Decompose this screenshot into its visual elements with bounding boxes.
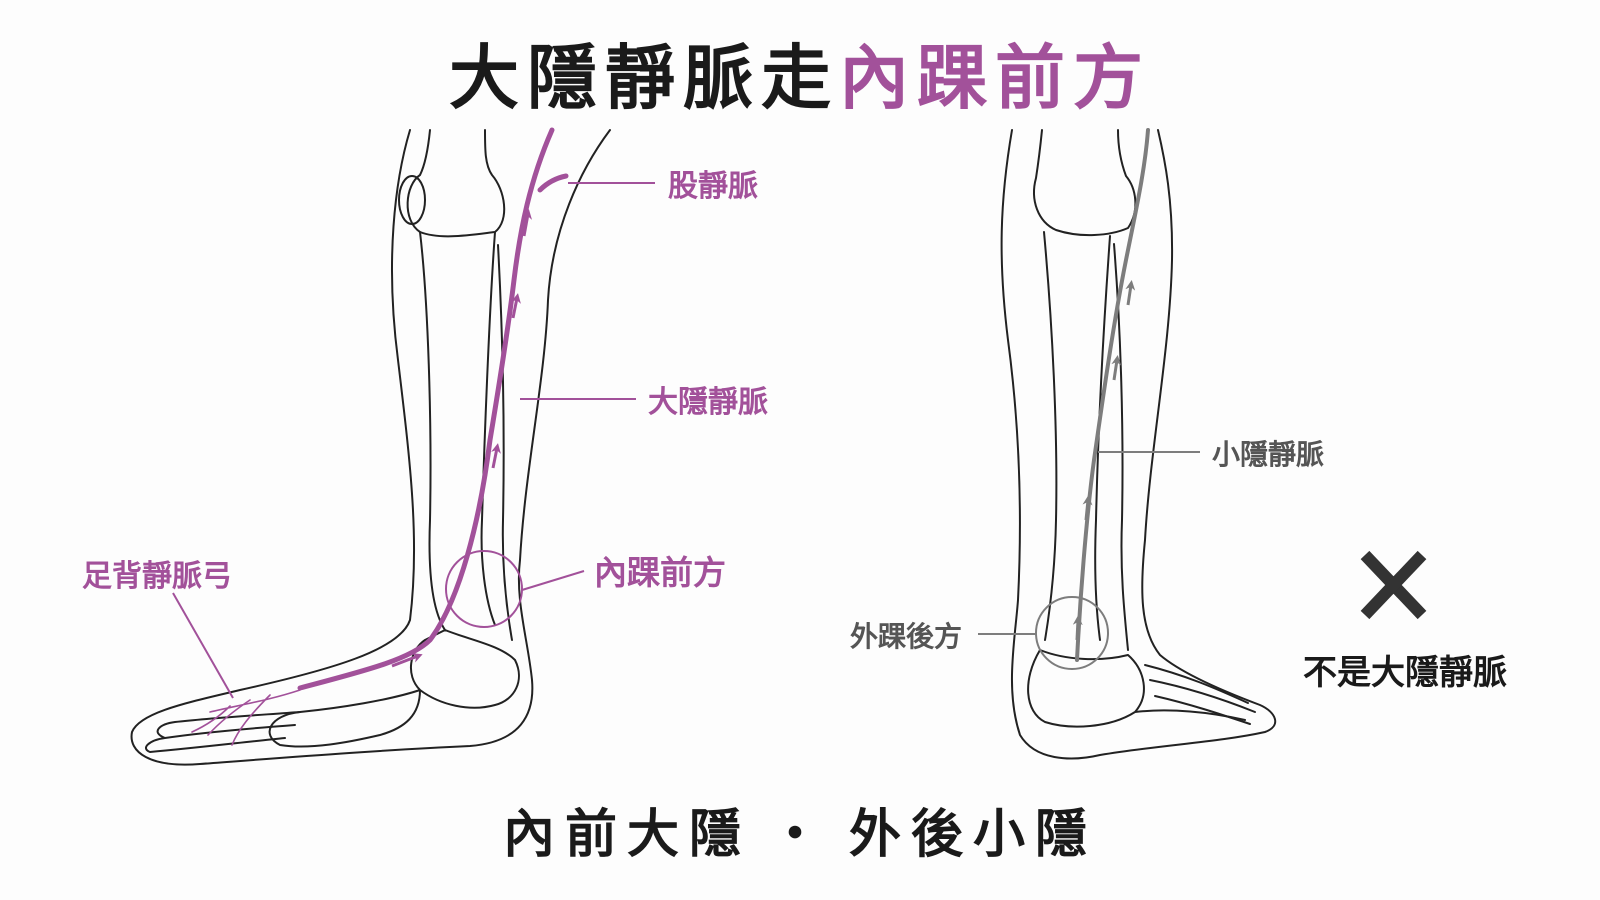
medial-malleolus-front-label: 內踝前方	[594, 553, 726, 592]
femoral-vein-label: 股靜脈	[668, 169, 758, 204]
cross-mark-icon	[1360, 550, 1427, 620]
left-tibia	[419, 231, 496, 631]
footer-separator: ・	[768, 805, 831, 865]
right-leg-skin-outline	[1000, 129, 1277, 760]
left-leg-illustration	[130, 129, 611, 766]
mnemonic-footer: 內前大隱・外後小隱	[0, 792, 1600, 867]
left-leader-lines	[172, 182, 655, 699]
left-fibula	[497, 244, 513, 641]
left-patella	[398, 175, 426, 225]
gray-flow-arrow-lower	[1082, 495, 1093, 521]
right-tibia	[1043, 231, 1111, 641]
right-metatarsals	[1144, 664, 1256, 725]
page-title: 大隱靜脈走內踝前方	[0, 22, 1600, 123]
flow-arrow-mid-leg	[511, 293, 521, 319]
footer-left-mnemonic: 內前大隱	[502, 805, 751, 865]
gray-flow-arrow-mid	[1111, 355, 1122, 381]
gray-flow-arrow-ankle	[1072, 615, 1083, 641]
title-accent-part: 內踝前方	[839, 37, 1151, 119]
left-leg-skin-outline	[130, 129, 611, 766]
small-saphenous-vein	[1075, 128, 1150, 662]
not-great-saphenous-label: 不是大隱靜脈	[1303, 653, 1507, 693]
great-saphenous-flow-arrows	[391, 209, 533, 668]
right-leader-lines	[978, 451, 1200, 635]
flow-arrow-knee	[522, 209, 533, 237]
left-dorsal-vein-network	[191, 689, 301, 746]
left-femur	[406, 129, 506, 238]
femoral-vein	[537, 173, 569, 193]
small-saphenous-flow-arrows	[1072, 280, 1136, 641]
lateral-malleolus-back-label: 外踝後方	[850, 620, 962, 653]
left-tarsal-bones	[268, 629, 520, 748]
left-metatarsals	[145, 711, 301, 753]
great-saphenous-vein-label: 大隱靜脈	[648, 385, 768, 420]
dorsal-venous-arch-label: 足背靜脈弓	[82, 559, 232, 594]
flow-arrow-ankle	[391, 653, 423, 668]
footer-right-mnemonic: 外後小隱	[849, 805, 1098, 865]
flow-arrow-lower-leg	[491, 443, 501, 469]
great-saphenous-vein	[297, 127, 555, 691]
gray-flow-arrow-upper	[1125, 280, 1136, 306]
dorsal-arch-leader	[172, 592, 234, 699]
small-saphenous-vein-label: 小隱靜脈	[1212, 438, 1324, 471]
medial-malleolus-leader	[521, 570, 585, 591]
title-dark-part: 大隱靜脈走	[449, 37, 839, 119]
right-femur	[1033, 129, 1137, 237]
